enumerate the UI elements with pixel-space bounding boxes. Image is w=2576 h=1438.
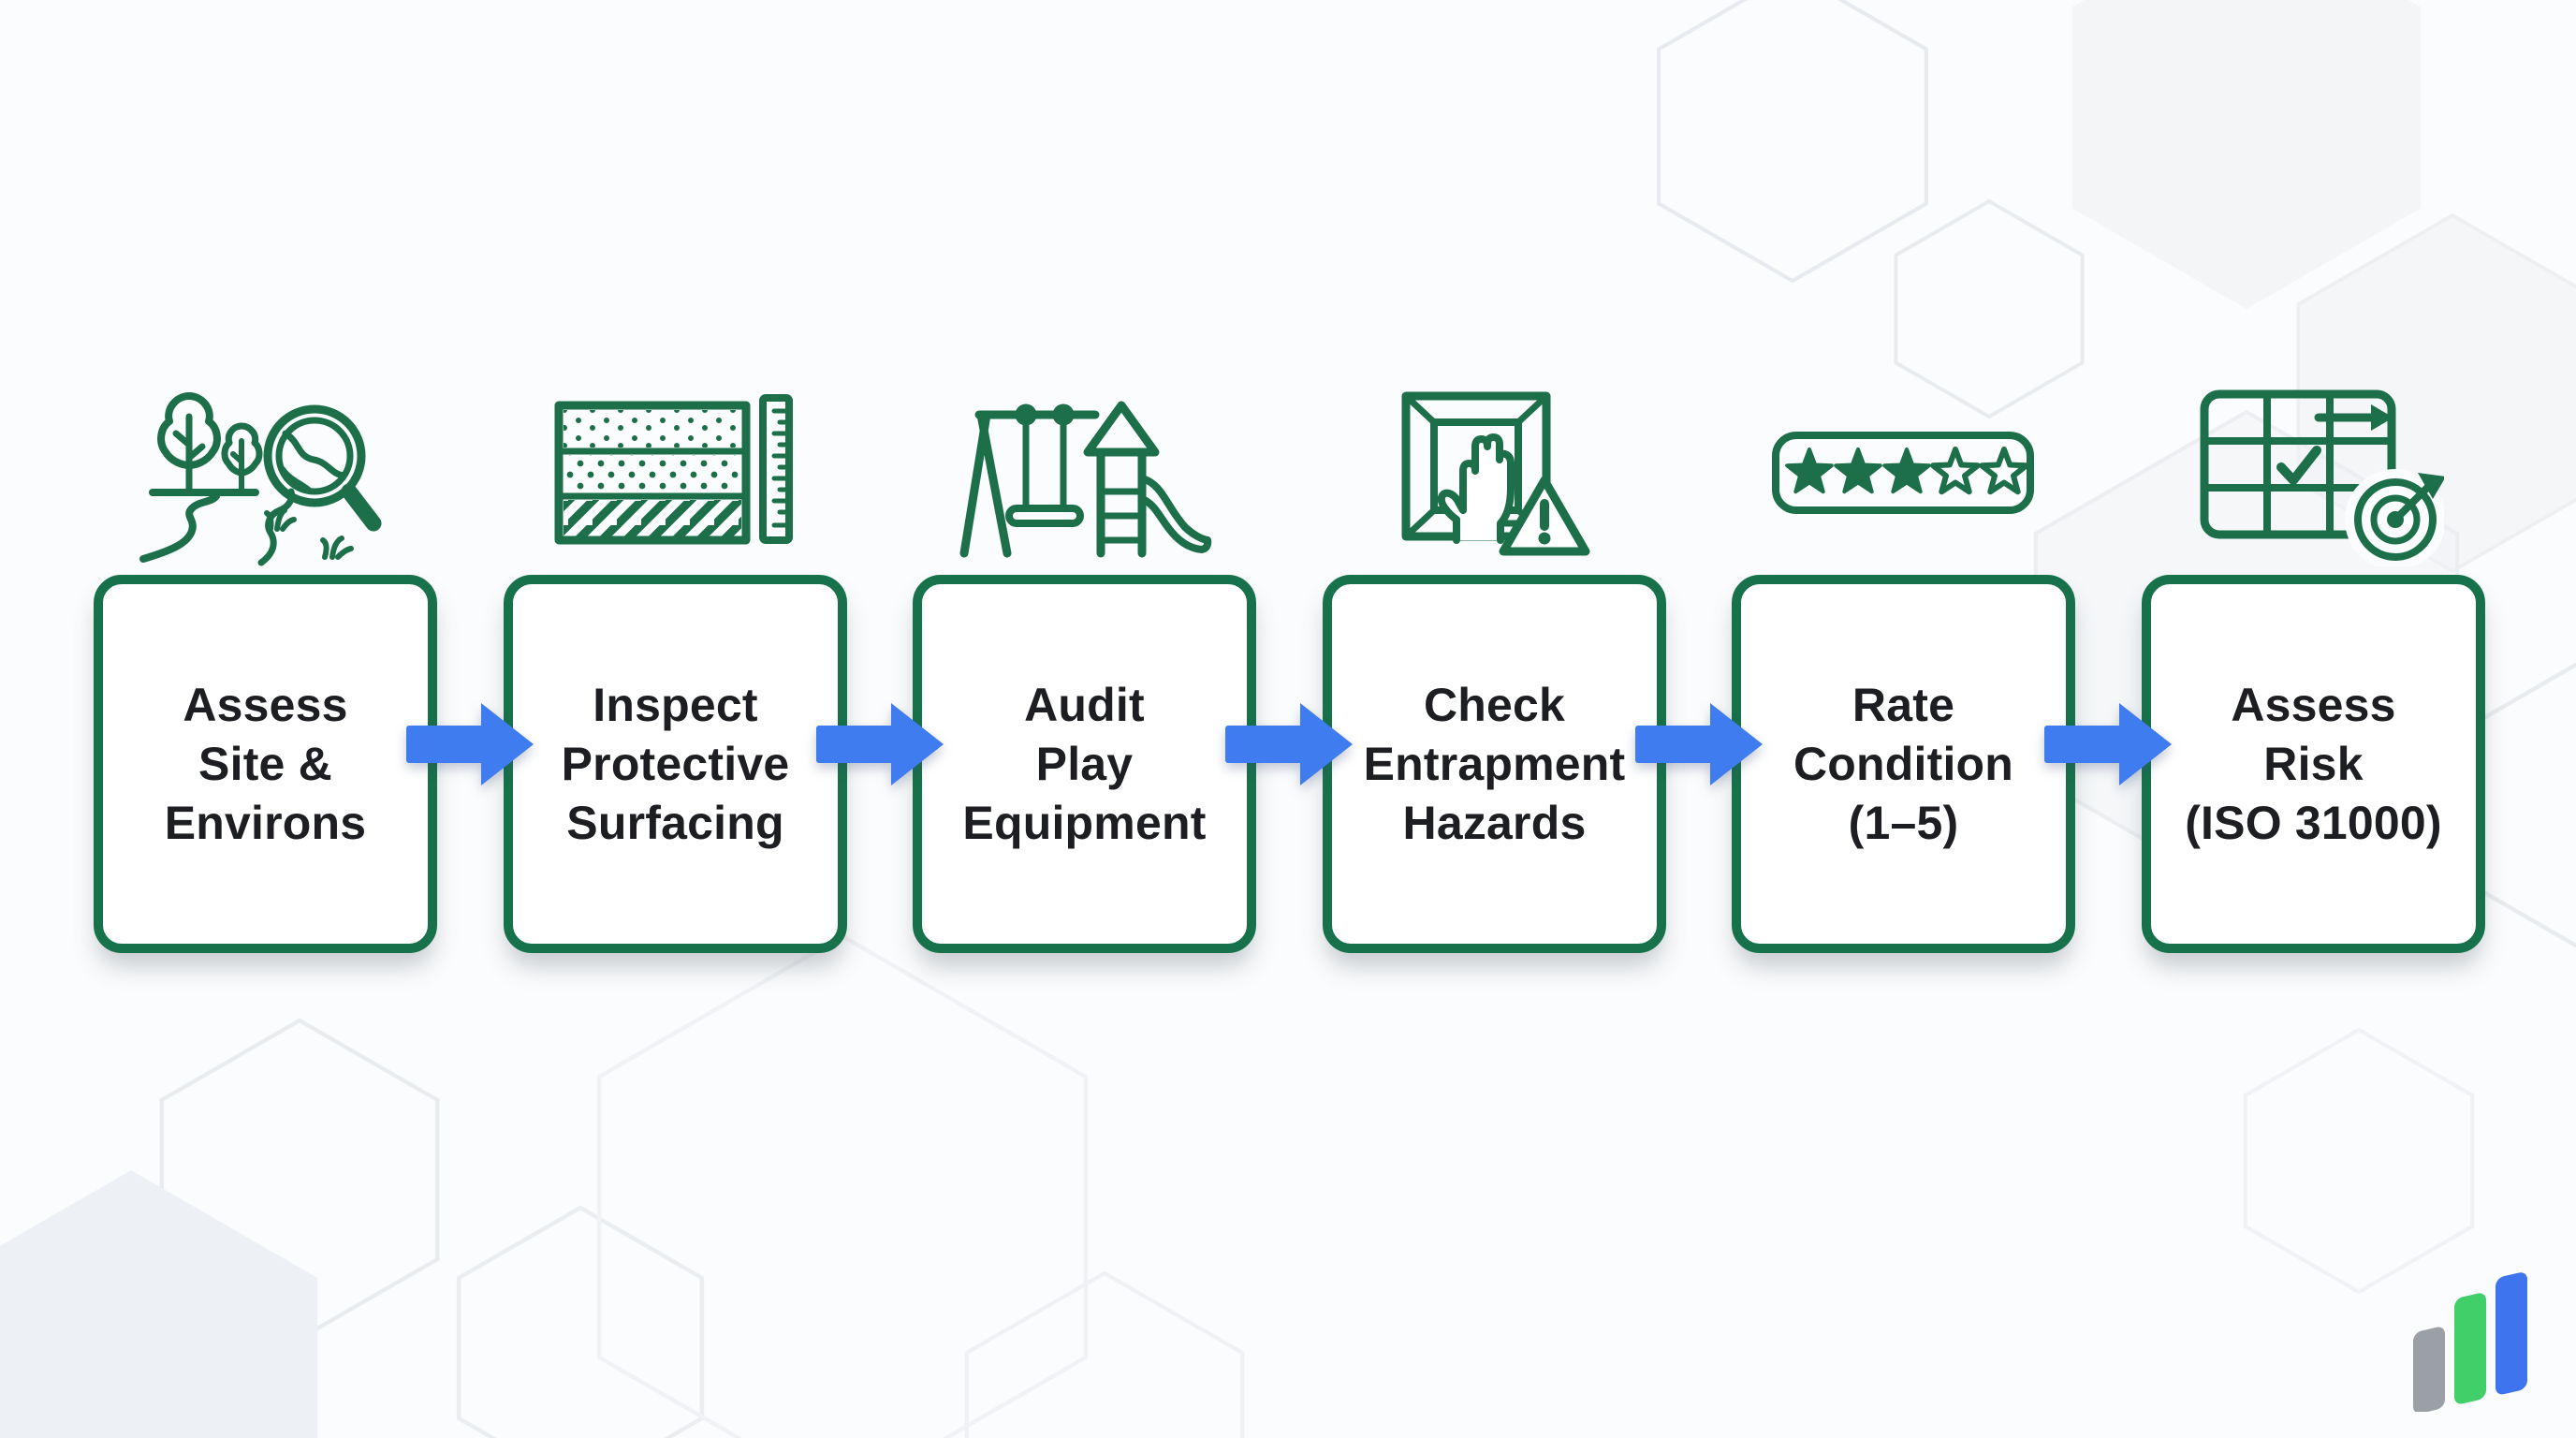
step-1-box: Assess Site & Environs — [94, 575, 437, 953]
risk-matrix-target-icon — [2182, 379, 2444, 566]
step-6-label: Assess Risk (ISO 31000) — [2151, 676, 2476, 853]
protective-surfacing-icon — [544, 379, 806, 566]
logo-bar-blue — [2496, 1272, 2527, 1395]
brand-logo — [2413, 1272, 2527, 1412]
step-6-line-1: Assess — [2231, 678, 2396, 731]
step-5-line-2: Condition — [1793, 737, 2014, 790]
step-2-box: Inspect Protective Surfacing — [504, 575, 847, 953]
step-5-box: Rate Condition (1–5) — [1732, 575, 2075, 953]
step-1-line-1: Assess — [183, 678, 348, 731]
step-3-line-2: Play — [1035, 737, 1134, 790]
step-3-line-3: Equipment — [962, 796, 1207, 849]
step-1-label: Assess Site & Environs — [103, 676, 428, 853]
step-3-label: Audit Play Equipment — [922, 676, 1247, 853]
site-and-environs-icon — [134, 379, 396, 566]
step-1-line-3: Environs — [164, 796, 367, 849]
step-4-label: Check Entrapment Hazards — [1332, 676, 1657, 853]
step-4-line-1: Check — [1423, 678, 1566, 731]
step-2-line-3: Surfacing — [566, 796, 784, 849]
entrapment-hand-warning-icon — [1363, 379, 1625, 566]
step-5-label: Rate Condition (1–5) — [1741, 676, 2066, 853]
step-3-line-1: Audit — [1024, 678, 1145, 731]
flow-arrow-icon-1 — [406, 703, 534, 785]
step-4-line-3: Hazards — [1402, 796, 1587, 849]
step-1-line-2: Site & — [198, 737, 332, 790]
step-6-box: Assess Risk (ISO 31000) — [2142, 575, 2485, 953]
logo-bar-gray — [2413, 1327, 2445, 1412]
step-2-line-2: Protective — [561, 737, 790, 790]
step-4-line-2: Entrapment — [1363, 737, 1626, 790]
step-3-box: Audit Play Equipment — [913, 575, 1256, 953]
step-6-line-3: (ISO 31000) — [2185, 796, 2442, 849]
flow-arrow-icon-5 — [2044, 703, 2172, 785]
step-5-line-1: Rate — [1852, 678, 1955, 731]
step-5-line-3: (1–5) — [1848, 796, 1959, 849]
step-2-label: Inspect Protective Surfacing — [513, 676, 838, 853]
star-rating-icon — [1772, 379, 2034, 566]
logo-bar-green — [2454, 1293, 2486, 1404]
flow-arrow-icon-3 — [1225, 703, 1353, 785]
step-6-line-2: Risk — [2263, 737, 2364, 790]
playground-equipment-icon — [953, 379, 1215, 566]
flow-arrow-icon-4 — [1635, 703, 1763, 785]
flow-arrow-icon-2 — [816, 703, 944, 785]
step-4-box: Check Entrapment Hazards — [1323, 575, 1666, 953]
step-2-line-1: Inspect — [593, 678, 758, 731]
